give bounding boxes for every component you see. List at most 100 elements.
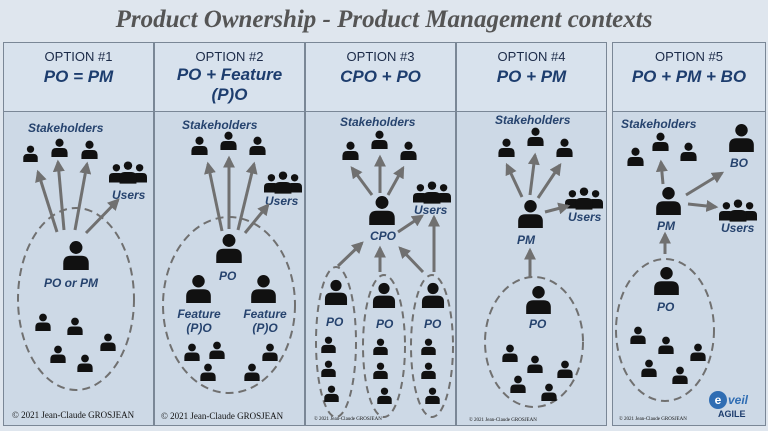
person-icon xyxy=(372,282,396,308)
option-5-panel: OPTION #5 PO + PM + BO Stakeholders BO U… xyxy=(612,42,766,426)
person-icon xyxy=(527,127,544,146)
person-icon xyxy=(251,275,276,303)
person-icon xyxy=(627,147,644,166)
option-4-number: OPTION #4 xyxy=(497,49,566,64)
person-icon xyxy=(249,136,266,155)
person-icon xyxy=(209,341,225,359)
person-icon xyxy=(324,385,339,402)
person-icon xyxy=(425,387,440,404)
logo-icon: e veil AGILE xyxy=(709,391,749,419)
option-4-name: PO + PM xyxy=(496,67,567,86)
option-3-header: OPTION #3 CPO + PO xyxy=(306,43,455,112)
option-1-main-label: PO or PM xyxy=(44,276,99,290)
option-3-team-3-label: PO xyxy=(424,317,442,331)
team-boundary xyxy=(162,216,296,394)
person-icon xyxy=(421,362,436,379)
option-3-main-label: CPO xyxy=(370,229,397,243)
option-3-stakeholders-label: Stakeholders xyxy=(340,115,416,129)
option-1-stakeholders-label: Stakeholders xyxy=(28,121,104,135)
person-icon xyxy=(184,343,200,361)
person-icon xyxy=(541,383,557,401)
person-icon xyxy=(641,359,657,377)
option-2-copyright: © 2021 Jean-Claude GROSJEAN xyxy=(161,411,284,421)
users-group-icon xyxy=(719,199,757,222)
person-icon xyxy=(200,363,216,381)
option-1-panel: OPTION #1 PO = PM Stakeholders Users PO … xyxy=(3,42,154,426)
person-icon xyxy=(373,338,388,355)
option-2-feature-2-label: Feature (P)O xyxy=(243,307,287,335)
option-2-figures xyxy=(162,131,302,394)
person-icon xyxy=(321,336,336,353)
option-5-main-label: PM xyxy=(657,219,675,233)
person-icon xyxy=(652,132,669,151)
person-icon xyxy=(262,343,278,361)
option-4-copyright: © 2021 Jean-Claude GROSJEAN xyxy=(469,418,537,423)
team-boundary xyxy=(315,266,357,418)
option-2-main-label: PO xyxy=(219,269,237,283)
option-2-stakeholders-label: Stakeholders xyxy=(182,118,258,132)
person-icon xyxy=(557,360,573,378)
person-icon xyxy=(373,362,388,379)
option-2-header: OPTION #2 PO + Feature (P)O xyxy=(155,43,304,112)
person-icon xyxy=(63,241,89,270)
person-icon xyxy=(324,279,348,305)
option-4-header: OPTION #4 PO + PM xyxy=(457,43,606,112)
option-2-feature-1-label: Feature (P)O xyxy=(177,307,221,335)
person-icon xyxy=(371,130,388,149)
person-icon xyxy=(67,317,83,335)
option-4-stakeholders-label: Stakeholders xyxy=(495,113,571,127)
option-1-copyright: © 2021 Jean-Claude GROSJEAN xyxy=(12,410,135,420)
person-icon xyxy=(680,142,697,161)
option-5-copyright: © 2021 Jean-Claude GROSJEAN xyxy=(619,417,687,422)
person-icon xyxy=(526,286,551,314)
option-3-users-label: Users xyxy=(414,203,448,217)
option-2-name-line2: (P)O xyxy=(211,85,248,104)
person-icon xyxy=(191,136,208,155)
person-icon xyxy=(672,366,688,384)
team-boundary xyxy=(410,274,454,418)
person-icon xyxy=(527,355,543,373)
option-3-number: OPTION #3 xyxy=(346,49,415,64)
users-group-icon xyxy=(413,181,451,204)
person-icon xyxy=(186,275,211,303)
option-5-name: PO + PM + BO xyxy=(631,67,747,86)
eveil-agile-logo: e veil AGILE xyxy=(706,388,760,422)
page-title: Product Ownership - Product Management c… xyxy=(115,6,653,33)
option-2-name-line1: PO + Feature xyxy=(176,65,283,84)
users-group-icon xyxy=(565,187,603,210)
person-icon xyxy=(220,131,237,150)
person-icon xyxy=(81,140,98,159)
option-4-panel: OPTION #4 PO + PM Stakeholders Users PM … xyxy=(456,42,607,426)
option-3-copyright: © 2021 Jean-Claude GROSJEAN xyxy=(314,417,382,422)
person-icon xyxy=(244,363,260,381)
person-icon xyxy=(342,141,359,160)
option-4-figures xyxy=(484,127,603,408)
users-group-icon xyxy=(264,171,302,194)
option-5-header: OPTION #5 PO + PM + BO xyxy=(613,43,765,112)
person-icon xyxy=(421,282,445,308)
person-icon xyxy=(421,338,436,355)
option-5-figures xyxy=(615,124,757,402)
users-group-icon xyxy=(109,161,147,184)
option-3-team-1-label: PO xyxy=(326,315,344,329)
person-icon xyxy=(656,187,681,215)
team-boundary xyxy=(362,274,406,418)
option-3-figures xyxy=(315,130,454,418)
person-icon xyxy=(729,124,754,152)
option-3-name: CPO + PO xyxy=(340,67,421,86)
option-3-team-2-label: PO xyxy=(376,317,394,331)
option-1-header: OPTION #1 PO = PM xyxy=(4,43,153,112)
option-5-stakeholders-label: Stakeholders xyxy=(621,117,697,131)
person-icon xyxy=(35,313,51,331)
person-icon xyxy=(654,267,679,295)
person-icon xyxy=(630,326,646,344)
person-icon xyxy=(510,375,526,393)
person-icon xyxy=(518,200,543,228)
option-1-number: OPTION #1 xyxy=(44,49,113,64)
option-4-team-label: PO xyxy=(529,317,547,331)
option-1-name: PO = PM xyxy=(43,67,114,86)
team-boundary xyxy=(17,207,135,391)
person-icon xyxy=(77,354,93,372)
